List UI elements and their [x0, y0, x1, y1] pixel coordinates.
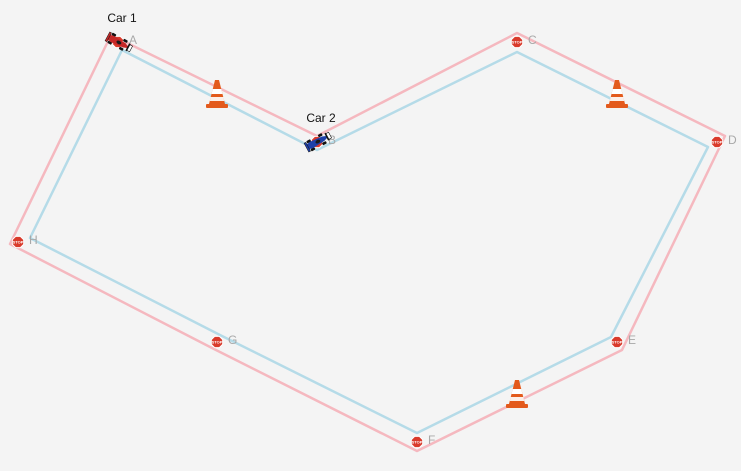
node-label-e: E [628, 333, 636, 347]
node-label-d: D [728, 133, 737, 147]
node-label-a: A [129, 33, 137, 47]
stop-sign-icon: STOP [210, 335, 224, 349]
node-label-g: G [228, 333, 237, 347]
car1-label: Car 1 [107, 11, 137, 25]
car2-race-car-icon[interactable] [303, 130, 333, 153]
node-label-f: F [428, 433, 435, 447]
stop-sign-icon: STOP [410, 435, 424, 449]
stop-sign-text: STOP [512, 40, 523, 45]
stop-sign-icon: STOP [510, 35, 524, 49]
node-label-h: H [29, 233, 38, 247]
stop-sign-text: STOP [212, 340, 223, 345]
stop-sign-icon: STOP [11, 235, 25, 249]
traffic-cones [206, 80, 628, 408]
car2-label: Car 2 [306, 111, 336, 125]
car1-race-car-icon[interactable] [104, 31, 134, 54]
cars: Car 1 Car 2 [104, 11, 336, 153]
outer-lane [8, 31, 727, 453]
inner-lane [28, 48, 710, 435]
stop-sign-text: STOP [712, 140, 723, 145]
node-label-b: B [328, 133, 336, 147]
stop-sign-text: STOP [612, 340, 623, 345]
stop-sign-text: STOP [13, 240, 24, 245]
stop-sign-icon: STOP [710, 135, 724, 149]
traffic-cone-icon [506, 380, 528, 408]
traffic-cone-icon [606, 80, 628, 108]
traffic-cone-icon [206, 80, 228, 108]
node-label-c: C [528, 33, 537, 47]
node-labels: A B C D E F G H [29, 33, 737, 447]
track-lanes [8, 31, 727, 453]
stop-sign-icon: STOP [610, 335, 624, 349]
stop-sign-text: STOP [412, 440, 423, 445]
